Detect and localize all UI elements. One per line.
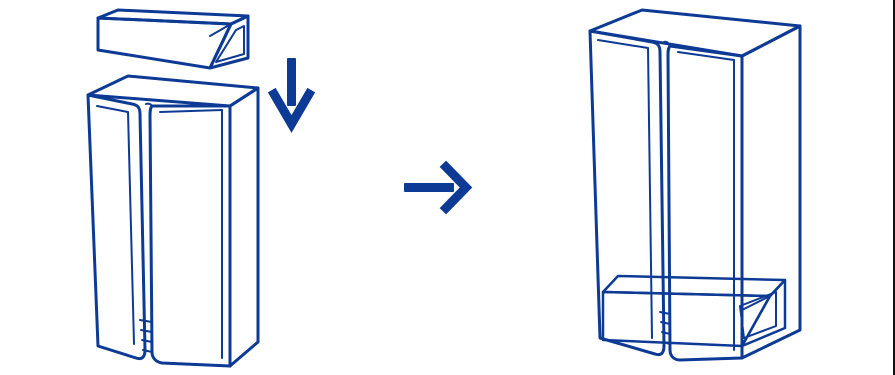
frame-edge <box>893 0 895 375</box>
insert-box <box>96 8 250 70</box>
cabinet-left <box>86 74 260 368</box>
arrow-down-icon <box>267 58 316 133</box>
arrow-right-icon <box>404 160 473 215</box>
cabinet-right <box>588 8 802 362</box>
inserted-box <box>601 274 787 348</box>
